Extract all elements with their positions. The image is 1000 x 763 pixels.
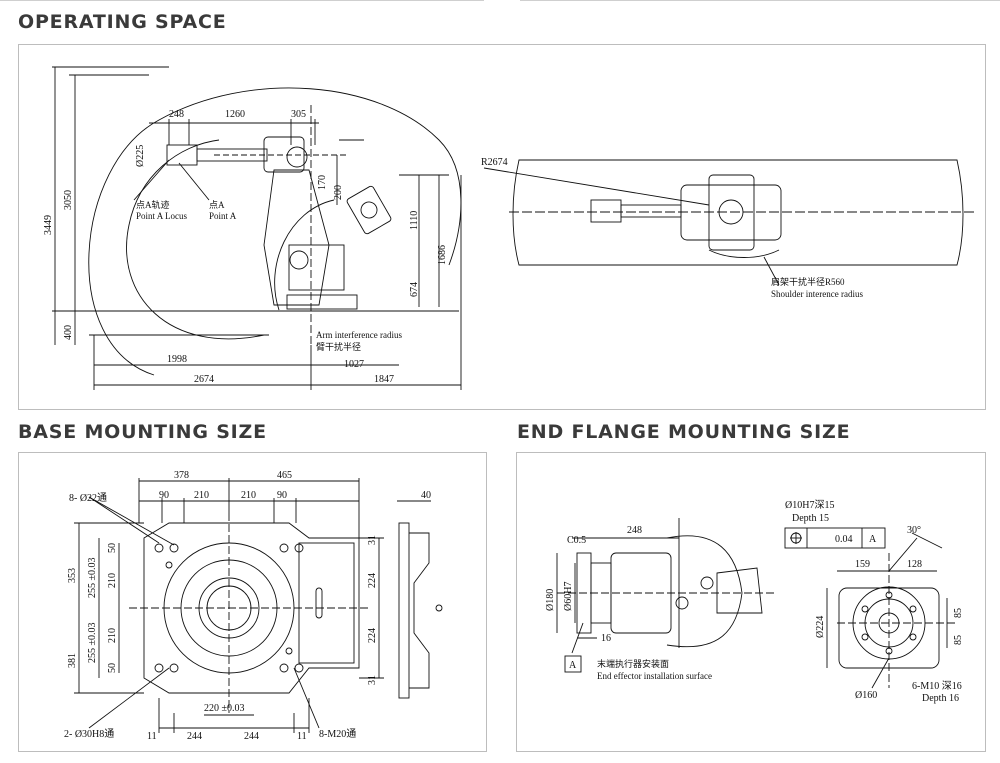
arm-interference-arc <box>274 199 335 311</box>
dim-tolerance: 0.04 <box>835 534 853 545</box>
dim-40: 40 <box>421 490 431 501</box>
dim-3050: 3050 <box>63 190 74 210</box>
base-mounting-title: BASE MOUNTING SIZE <box>18 421 267 443</box>
dim-220: 220 ±0.03 <box>204 703 245 714</box>
dim-m20: 8-M20通 <box>319 728 356 740</box>
label-point-a-en: Point A <box>209 211 237 221</box>
workspace-envelope <box>88 87 462 376</box>
dim-159: 159 <box>855 559 870 570</box>
dim-1847: 1847 <box>374 374 394 385</box>
end-flange-title: END FLANGE MOUNTING SIZE <box>517 421 851 443</box>
side-lower-arm <box>263 169 330 306</box>
operating-space-panel: 248 1260 305 Ø225 3449 3050 400 170 200 … <box>18 44 986 410</box>
dim-r2674: R2674 <box>481 157 508 168</box>
top-wrist <box>590 199 622 223</box>
label-point-a-cn: 点A <box>209 200 225 210</box>
dim-1110: 1110 <box>409 211 420 230</box>
dim-255b: 255 ±0.03 <box>87 623 98 664</box>
dim-1998: 1998 <box>167 354 187 365</box>
label-shoulder-cn: 肩架干扰半径R560 <box>771 276 845 287</box>
dim-3449: 3449 <box>43 215 54 235</box>
dim-210d: 210 <box>107 628 118 643</box>
dim-90a: 90 <box>159 490 169 501</box>
dim-90b: 90 <box>277 490 287 501</box>
end-flange-panel: C0.5 248 Ø180 Ø60H7 16 A 末端执行器安装面 End ef… <box>516 452 986 752</box>
dim-16: 16 <box>601 633 611 644</box>
top-view-envelope <box>512 159 964 266</box>
dim-381: 381 <box>67 653 78 668</box>
dim-224b: 224 <box>367 628 378 643</box>
label-arm-interference-cn: 臂干扰半径 <box>316 341 361 352</box>
dim-248: 248 <box>169 109 184 120</box>
dim-244b: 244 <box>244 731 259 742</box>
dim-200: 200 <box>333 185 344 200</box>
dim-m10: 6-M10 深16 <box>912 680 962 692</box>
dim-128: 128 <box>907 559 922 570</box>
dim-30deg: 30° <box>907 525 921 536</box>
operating-space-drawing: 248 1260 305 Ø225 3449 3050 400 170 200 … <box>43 66 974 390</box>
inner-envelope <box>126 139 265 340</box>
dim-85b: 85 <box>953 635 964 645</box>
dim-210b: 210 <box>241 490 256 501</box>
label-surface-en: End effector installation surface <box>597 671 712 681</box>
label-surface-cn: 末端执行器安装面 <box>597 658 669 669</box>
dim-85a: 85 <box>953 608 964 618</box>
dim-phi160: Ø160 <box>855 690 877 701</box>
dim-holes30: 2- Ø30H8通 <box>64 728 114 740</box>
top-divider-right <box>520 0 1000 1</box>
side-wrist <box>166 144 198 166</box>
dim-400: 400 <box>63 325 74 340</box>
dim-674: 674 <box>409 282 420 297</box>
base-side-view <box>398 522 410 699</box>
dim-353: 353 <box>67 568 78 583</box>
dim-hole10: Ø10H7深15 <box>785 499 834 511</box>
dim-1027: 1027 <box>344 359 364 370</box>
dim-305: 305 <box>291 109 306 120</box>
dim-2674: 2674 <box>194 374 214 385</box>
dim-210c: 210 <box>107 573 118 588</box>
dim-50b: 50 <box>107 663 118 673</box>
dim-170: 170 <box>317 175 328 190</box>
dim-1686: 1686 <box>437 245 448 265</box>
label-point-a-locus-cn: 点A轨迹 <box>136 199 170 210</box>
dim-holes22: 8- Ø22通 <box>69 492 107 504</box>
dim-50a: 50 <box>107 543 118 553</box>
dim-465: 465 <box>277 470 292 481</box>
dim-phi224: Ø224 <box>815 616 826 638</box>
dim-c05: C0.5 <box>567 535 586 546</box>
dim-224a: 224 <box>367 573 378 588</box>
label-point-a-locus-en: Point A Locus <box>136 211 188 221</box>
dim-phi180: Ø180 <box>545 589 556 611</box>
top-body <box>680 184 782 241</box>
base-mounting-panel: 8- Ø22通 378 465 90 210 210 90 40 353 381… <box>18 452 487 752</box>
dim-flange-248: 248 <box>627 525 642 536</box>
dim-11a: 11 <box>147 731 157 742</box>
dim-31a: 31 <box>367 535 378 545</box>
operating-space-title: OPERATING SPACE <box>18 11 227 33</box>
dim-depth15: Depth 15 <box>792 513 829 524</box>
dim-11b: 11 <box>297 731 307 742</box>
datum-a-side: A <box>569 660 577 671</box>
dim-1260: 1260 <box>225 109 245 120</box>
end-flange-drawing: C0.5 248 Ø180 Ø60H7 16 A 末端执行器安装面 End ef… <box>545 499 964 704</box>
dim-31b: 31 <box>367 675 378 685</box>
datum-a-box-side <box>564 655 582 673</box>
base-mounting-drawing: 8- Ø22通 378 465 90 210 210 90 40 353 381… <box>64 470 443 742</box>
dim-378: 378 <box>174 470 189 481</box>
wrist-housing <box>666 535 743 648</box>
dim-phi225: Ø225 <box>135 145 146 167</box>
dim-depth16: Depth 16 <box>922 693 959 704</box>
base-plate-outline <box>143 522 360 694</box>
tolerance-frame <box>784 527 886 549</box>
dim-255a: 255 ±0.03 <box>87 558 98 599</box>
label-shoulder-en: Shoulder interence radius <box>771 289 863 299</box>
dim-244a: 244 <box>187 731 202 742</box>
side-base <box>286 294 358 310</box>
dim-210a: 210 <box>194 490 209 501</box>
top-divider-left <box>0 0 484 1</box>
dim-phi60: Ø60H7 <box>563 582 574 611</box>
label-arm-interference-en: Arm interference radius <box>316 330 402 340</box>
dim-datum: A <box>869 534 877 545</box>
